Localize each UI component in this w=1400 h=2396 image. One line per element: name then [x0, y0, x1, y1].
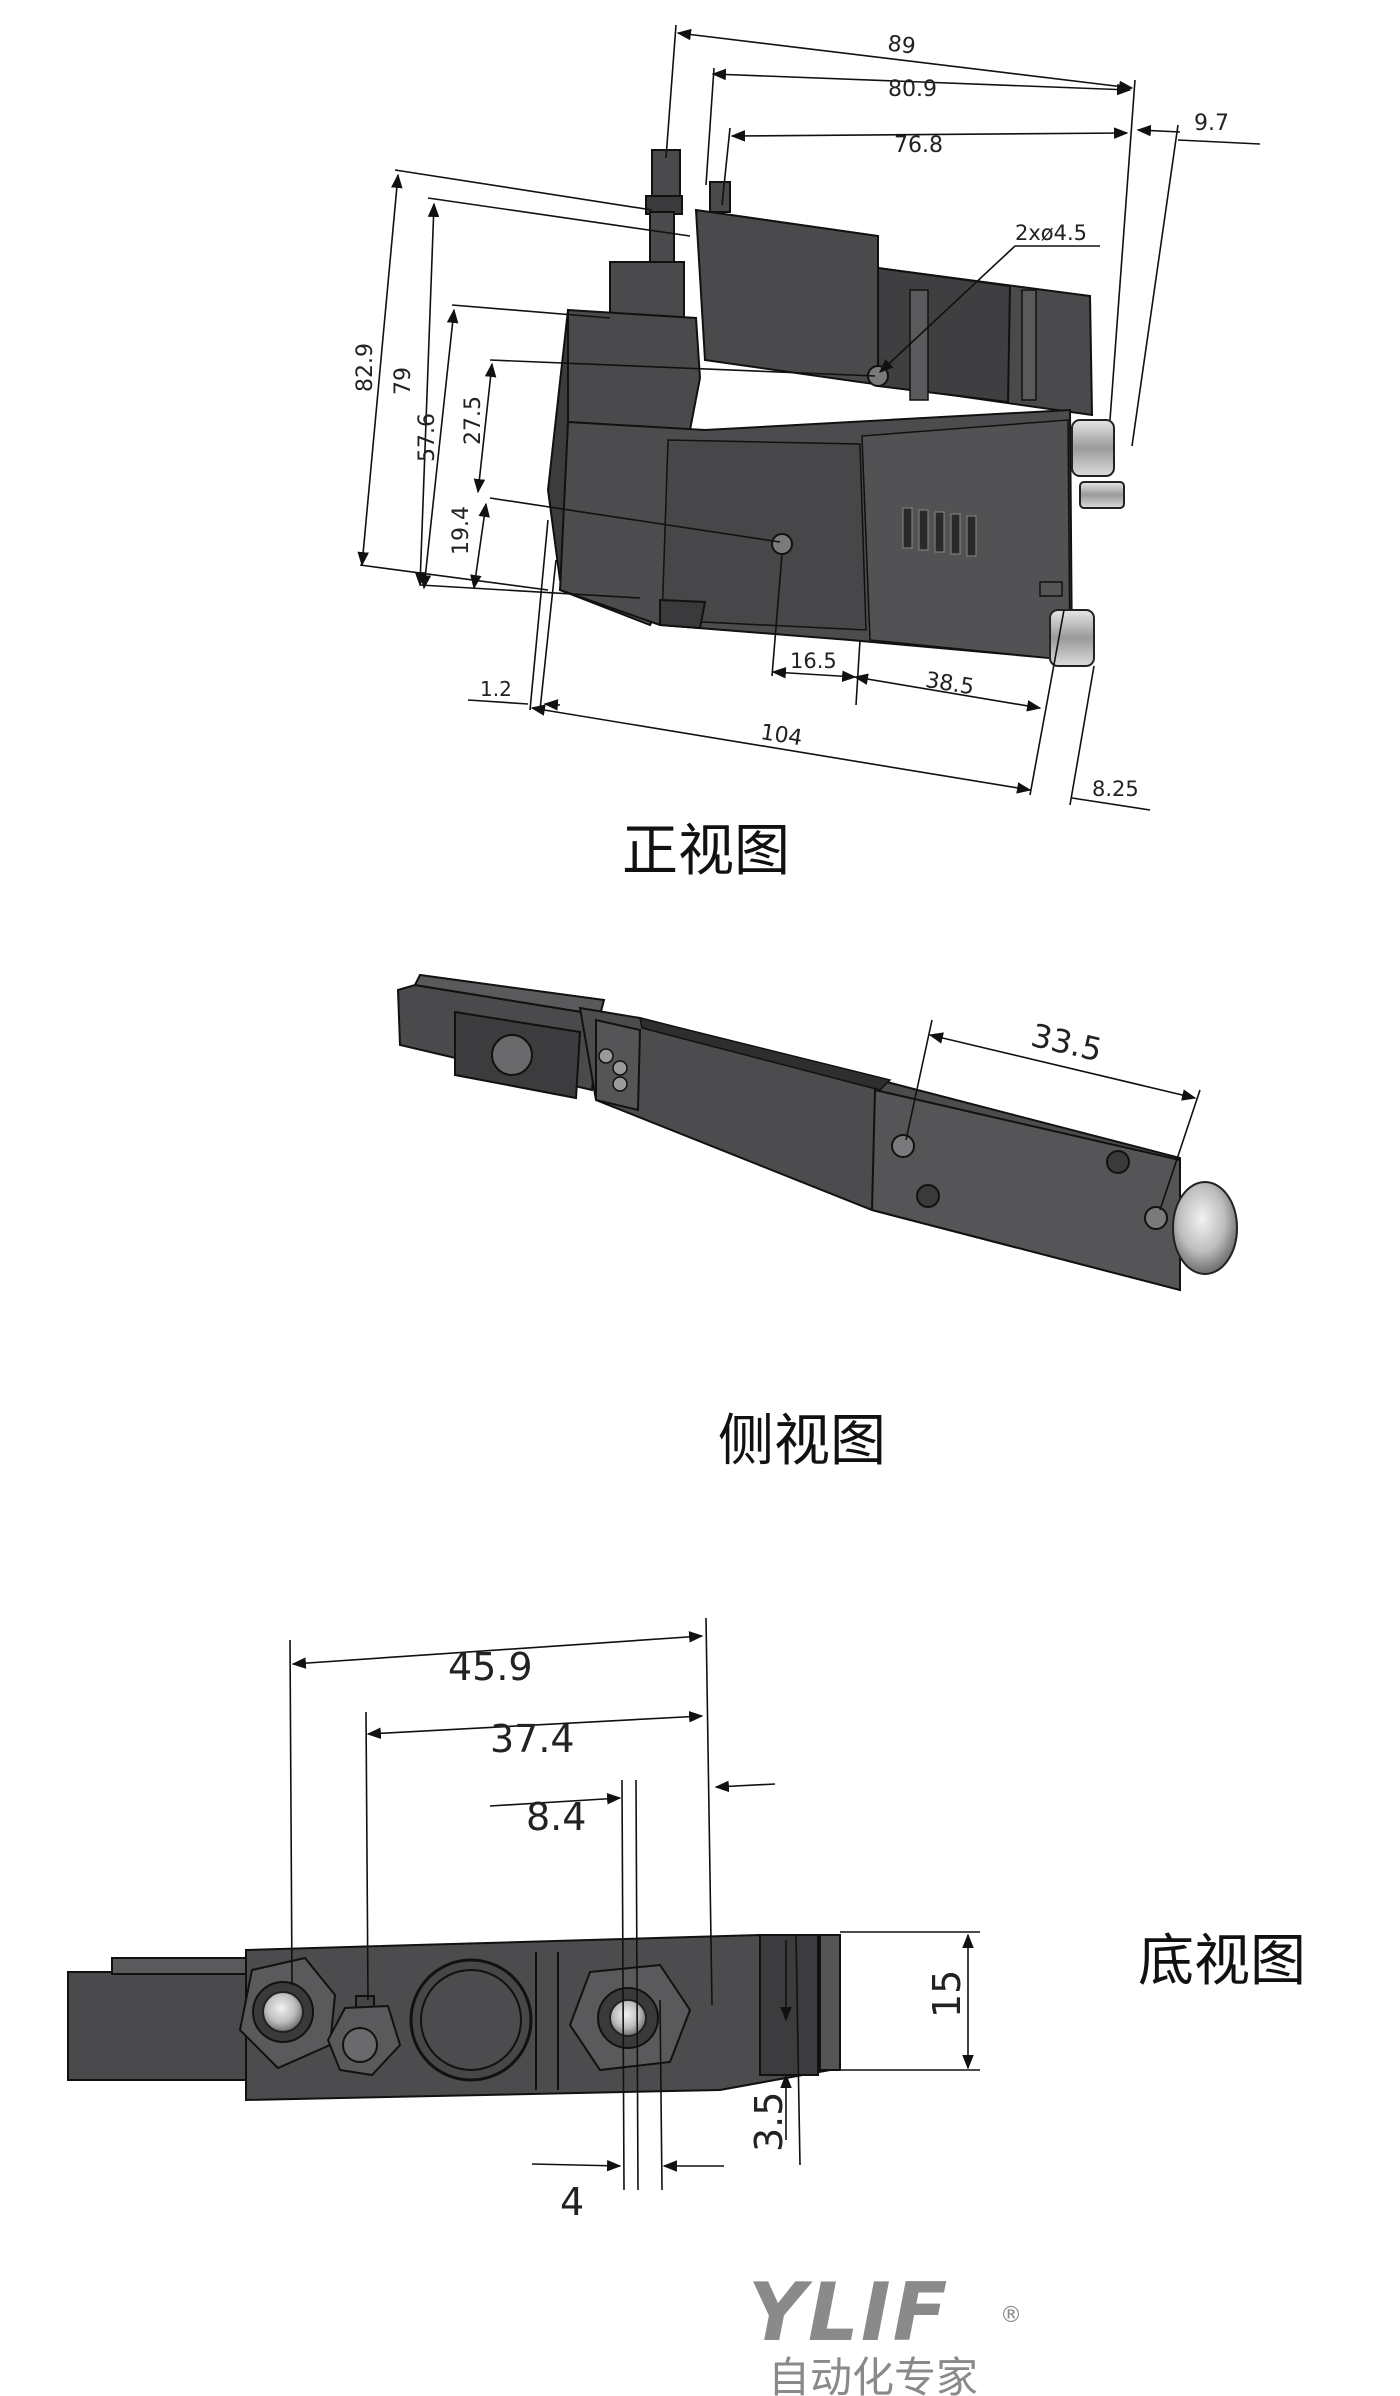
dim-hole-2xdia4-5: 2xø4.5: [1015, 221, 1087, 245]
front-view-dimension-labels: 89 80.9 76.8 9.7 2xø4.5 82.9 79 57.6 27.…: [353, 32, 1229, 801]
dim-16-5: 16.5: [790, 649, 837, 673]
front-view-fitting-lower: [1049, 609, 1095, 667]
bottom-view-caption: 底视图: [1138, 1929, 1306, 1994]
dim-82-9: 82.9: [353, 343, 378, 392]
dim-76-8: 76.8: [894, 133, 943, 158]
ylif-logo: YLIF ® 自动化专家: [748, 2266, 1022, 2396]
dim-8-4: 8.4: [526, 1795, 586, 1839]
side-view-valve-body: [396, 973, 1238, 1292]
dim-37-4: 37.4: [490, 1717, 575, 1761]
side-view: 33.5 侧视图: [396, 973, 1238, 1474]
bottom-view-dimension-lines: [289, 1617, 980, 2191]
bottom-view: 45.9 37.4 8.4 15 3.5 4 底视图: [67, 1617, 1306, 2224]
side-view-caption: 侧视图: [718, 1409, 886, 1474]
dim-89: 89: [886, 32, 917, 60]
dim-3-5: 3.5: [747, 2092, 791, 2152]
logo-tagline: 自动化专家: [768, 2353, 978, 2396]
front-view-valve-body: [546, 149, 1125, 667]
logo-brand: YLIF: [748, 2266, 949, 2359]
dim-1-2: 1.2: [480, 677, 512, 701]
dim-57-6: 57.6: [415, 413, 440, 462]
bottom-view-dimension-labels: 45.9 37.4 8.4 15 3.5 4: [448, 1645, 969, 2224]
dim-80-9: 80.9: [888, 77, 937, 102]
dim-8-25: 8.25: [1092, 777, 1139, 801]
dim-79: 79: [391, 367, 416, 395]
front-view-dimension-lines: [357, 24, 1261, 811]
front-view-caption: 正视图: [622, 819, 790, 884]
bottom-view-port-left: [238, 1956, 337, 2070]
bottom-view-plug: [326, 2004, 402, 2077]
side-view-dimension-lines: [905, 1019, 1201, 1211]
dim-9-7: 9.7: [1194, 111, 1229, 136]
dim-4: 4: [560, 2180, 584, 2224]
front-view-fitting-upper: [1071, 419, 1115, 477]
dim-27-5: 27.5: [461, 396, 486, 445]
dim-45-9: 45.9: [448, 1645, 533, 1689]
logo-registered-mark: ®: [1000, 2303, 1022, 2328]
bottom-view-valve-body: [67, 1933, 841, 2102]
front-view: 89 80.9 76.8 9.7 2xø4.5 82.9 79 57.6 27.…: [353, 24, 1261, 884]
dim-15: 15: [925, 1970, 969, 2018]
dim-19-4: 19.4: [449, 506, 474, 555]
side-view-fitting: [1172, 1181, 1238, 1275]
dim-38-5: 38.5: [924, 668, 976, 700]
